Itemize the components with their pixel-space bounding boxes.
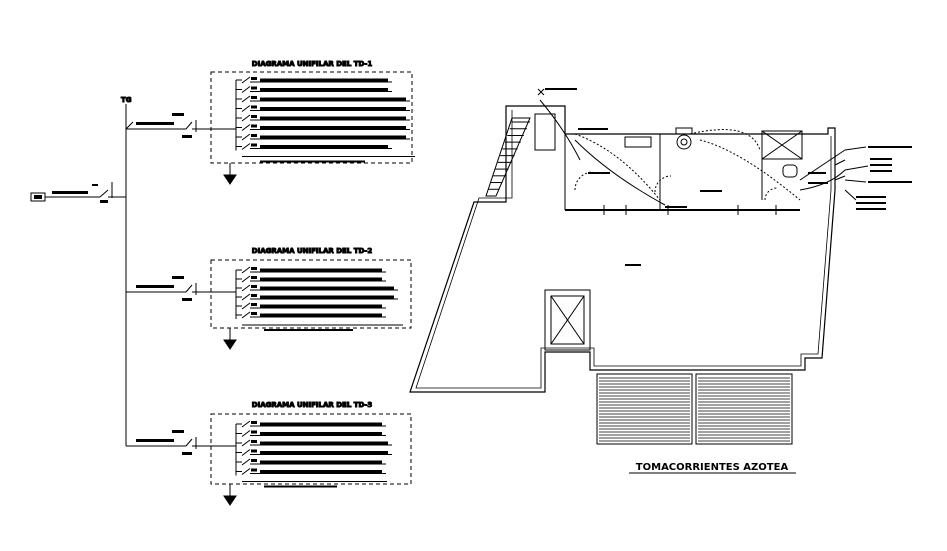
circuit-row (236, 439, 392, 447)
panel-box-td1 (210, 71, 413, 164)
single-line-diagram: TG (30, 60, 415, 506)
rooftop-floor-plan (409, 88, 912, 445)
panel-box-td2 (210, 259, 412, 329)
louver-panel-right (695, 373, 793, 445)
toilet (782, 164, 798, 178)
shaft (534, 113, 556, 151)
panel-box-td3 (210, 413, 412, 485)
circuit-row (236, 114, 410, 122)
shower (761, 130, 803, 160)
feeder-td3 (126, 430, 236, 455)
panel-title-td3: DIAGRAMA UNIFILAR DEL TD-3 (252, 401, 373, 409)
ground-symbol-td2 (223, 328, 237, 350)
panel-title-td2: DIAGRAMA UNIFILAR DEL TD-2 (252, 247, 373, 255)
ground-symbol-td1 (223, 163, 237, 185)
feeder-td1 (126, 113, 236, 138)
staircase (485, 117, 531, 197)
circuit-row (236, 458, 386, 466)
circuit-row (236, 293, 398, 301)
circuit-row (236, 76, 392, 84)
circuit-row (236, 86, 392, 93)
panel-title-td1: DIAGRAMA UNIFILAR DEL TD-1 (252, 60, 373, 68)
sink (624, 136, 652, 148)
main-breaker-symbol (92, 182, 126, 203)
circuit-row (236, 420, 386, 428)
circuit-row (236, 311, 386, 319)
ground-symbol-td3 (223, 484, 237, 506)
circuit-row (236, 133, 410, 141)
feeder-td2 (126, 276, 236, 301)
circuit-rows-td3 (235, 420, 392, 488)
circuit-row (236, 105, 410, 112)
circuit-row (236, 430, 386, 437)
plan-title: TOMACORRIENTES AZOTEA (636, 462, 789, 473)
circuit-row (236, 124, 410, 131)
circuit-row (236, 95, 410, 103)
circuit-row (236, 266, 386, 274)
circuit-rows-td1 (235, 76, 415, 163)
tg-label: TG (121, 96, 132, 104)
water-tank (676, 134, 692, 150)
circuit-row (236, 284, 398, 292)
louver-panel-left (596, 373, 693, 445)
circuit-row (236, 449, 392, 456)
circuit-row (236, 468, 386, 475)
skylight (544, 289, 591, 351)
circuit-row (236, 143, 392, 150)
circuit-row (236, 275, 386, 283)
circuit-rows-td2 (235, 266, 403, 331)
circuit-row (236, 302, 386, 310)
building-outline (409, 105, 836, 393)
